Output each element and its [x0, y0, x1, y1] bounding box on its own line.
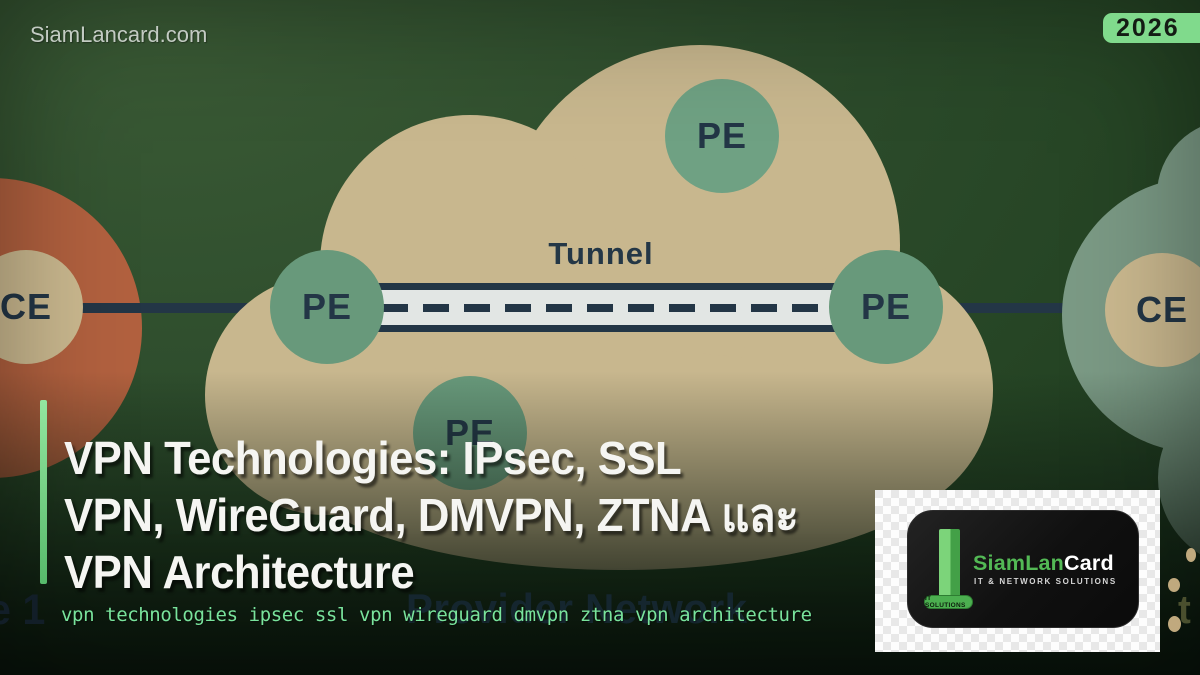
year-badge-label: 2026 — [1116, 14, 1180, 42]
decor-dot-2 — [1168, 616, 1181, 632]
year-badge: 2026 — [1103, 13, 1200, 43]
logo-brand-secondary: Card — [1064, 551, 1114, 575]
decor-dot-3 — [1186, 548, 1196, 562]
logo-green-bar — [939, 529, 960, 597]
logo-brand-text: SiamLanCard — [973, 551, 1114, 576]
video-title: VPN Technologies: IPsec, SSL VPN, WireGu… — [64, 430, 837, 601]
site-watermark: SiamLancard.com — [30, 22, 208, 47]
siamlancard-logo-card: IT SOLUTIONS SiamLanCard IT & NETWORK SO… — [907, 510, 1139, 628]
tunnel-dashed-path — [341, 303, 872, 312]
vpn-tunnel-pipe — [327, 283, 886, 332]
hidden-letter-fragment: t — [1178, 588, 1191, 632]
title-line-3: VPN Architecture — [64, 546, 415, 598]
provider-network-label: Provider Network — [406, 585, 748, 632]
site-label-fragment: e 1 — [0, 586, 46, 634]
decor-dot-1 — [1168, 578, 1180, 592]
node-pe-right: PE — [829, 250, 943, 364]
tunnel-label: Tunnel — [548, 236, 654, 271]
title-accent-bar — [40, 400, 47, 584]
node-pe-top: PE — [665, 79, 779, 193]
node-pe-left: PE — [270, 250, 384, 364]
logo-transparency-sheet: IT SOLUTIONS SiamLanCard IT & NETWORK SO… — [875, 490, 1160, 652]
logo-tagline: IT & NETWORK SOLUTIONS — [974, 577, 1117, 586]
title-line-2: VPN, WireGuard, DMVPN, ZTNA และ — [64, 489, 799, 541]
logo-brand-primary: SiamLan — [973, 551, 1065, 575]
title-line-1: VPN Technologies: IPsec, SSL — [64, 432, 682, 484]
keywords-line: vpn technologies ipsec ssl vpn wireguard… — [61, 604, 812, 626]
logo-it-solutions-badge: IT SOLUTIONS — [924, 595, 973, 609]
